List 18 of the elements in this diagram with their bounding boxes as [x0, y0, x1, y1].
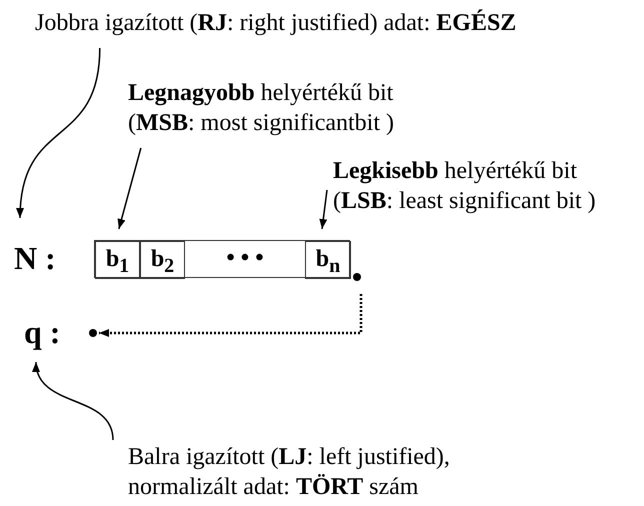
- annotation-text: Balra igazított (LJ: left justified), normalizált adat: TÖRT szám: [128, 442, 528, 506]
- bit-cell: b$_{1}$: [95, 241, 140, 279]
- arrow: [118, 148, 142, 230]
- register-label: q :: [24, 312, 74, 352]
- point-marker: [353, 273, 361, 281]
- annotation-text: Jobbra igazított (RJ: right justified) adat: EGÉSZ: [35, 8, 635, 42]
- arrow: [16, 48, 101, 218]
- dotted-arrow: [99, 294, 362, 337]
- bit-cell: b$_{2}$: [140, 241, 185, 279]
- ellipsis-text: • • •: [185, 241, 305, 279]
- arrow: [319, 190, 328, 230]
- bit-cell: b$_{n}$: [305, 241, 351, 279]
- annotation-text: Legnagyobb helyértékű bit (MSB: most significantbit ): [128, 78, 408, 142]
- point-marker: [89, 329, 97, 337]
- arrow: [33, 362, 114, 440]
- register-label: N :: [14, 238, 64, 278]
- annotation-text: Legkisebb helyértékű bit (LSB: least significant bit ): [333, 156, 638, 220]
- register-box: [94, 240, 350, 278]
